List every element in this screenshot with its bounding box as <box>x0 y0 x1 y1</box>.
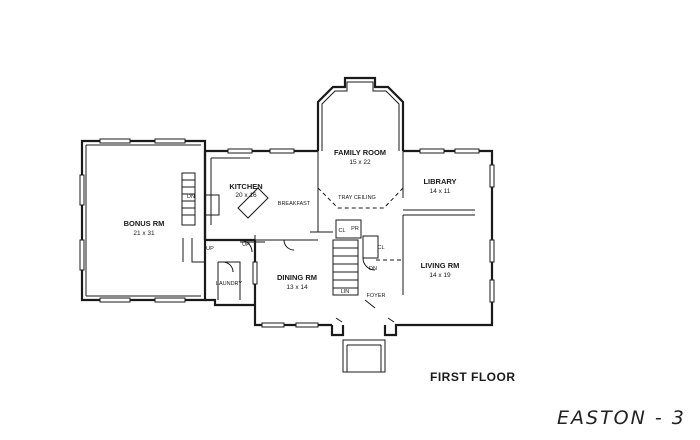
front-entry <box>330 317 403 373</box>
powder-room-label: PR <box>351 226 359 232</box>
stair-down-label-2: DN <box>369 266 377 272</box>
coat-closet-label: CL <box>338 228 345 234</box>
dining-room-name: DINING RM <box>277 273 317 282</box>
linen-label: LIN <box>341 289 350 295</box>
closet-label: CL <box>377 245 384 251</box>
kitchen-name: KITCHEN <box>229 182 262 191</box>
stair-up-label-2: UP <box>242 242 250 248</box>
living-room-name: LIVING RM <box>421 261 460 270</box>
kitchen-size: 20 x 16 <box>235 192 257 199</box>
kitchen <box>203 148 318 243</box>
living-room-size: 14 x 19 <box>429 272 451 279</box>
bonus-room-name: BONUS RM <box>124 219 165 228</box>
family-room-size: 15 x 22 <box>349 159 371 166</box>
bonus-room-size: 21 x 31 <box>133 230 155 237</box>
floor-title: FIRST FLOOR <box>430 370 516 384</box>
living-room <box>376 214 495 327</box>
library <box>402 148 495 215</box>
stair-down-label: DN <box>187 194 195 200</box>
plan-name: EASTON - 3 <box>557 407 686 429</box>
stair-up-label: UP <box>206 246 214 252</box>
breakfast-label: BREAKFAST <box>278 201 311 207</box>
library-size: 14 x 11 <box>430 188 451 195</box>
laundry-label: LAUNDRY <box>216 281 243 287</box>
laundry-area <box>182 238 255 307</box>
tray-ceiling-label: TRAY CEILING <box>338 195 376 201</box>
room-labels: BONUS RM 21 x 31 KITCHEN 20 x 16 BREAKFA… <box>124 148 460 299</box>
dining-room-size: 13 x 14 <box>286 284 308 291</box>
family-room <box>316 76 405 232</box>
core-area <box>310 219 379 309</box>
foyer-label: FOYER <box>367 293 386 299</box>
dining-room <box>252 239 332 328</box>
library-name: LIBRARY <box>423 177 456 186</box>
family-room-name: FAMILY ROOM <box>334 148 386 157</box>
